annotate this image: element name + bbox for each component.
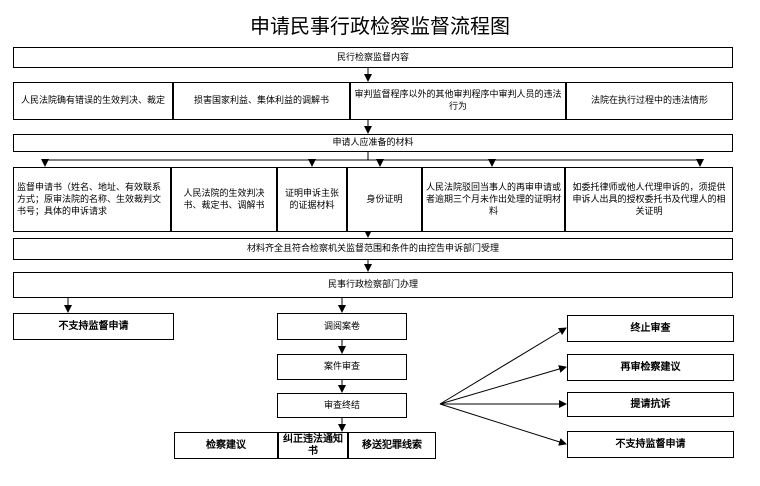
flowchart-title: 申请民事行政检察监督流程图 (250, 14, 510, 38)
bottom-correction-notice: 纠正违法通知书 (278, 432, 348, 459)
material-item-1: 监督申请书（姓名、地址、有效联系方式；原审法院的名称、生效裁判文书号；具体的申诉… (13, 167, 171, 232)
outcome-terminate-review: 终止审查 (567, 315, 734, 342)
materials-header: 申请人应准备的材料 (13, 134, 733, 152)
content-item-4: 法院在执行过程中的违法情形 (566, 82, 733, 120)
handling-department: 民事行政检察部门办理 (13, 272, 733, 298)
bottom-procuratorial-suggestion: 检察建议 (174, 432, 278, 459)
material-item-6: 如委托律师或他人代理申诉的，须提供申诉人出具的授权委托书及代理人的相关证明 (565, 167, 733, 232)
bottom-transfer-crime-clues: 移送犯罪线索 (348, 432, 436, 459)
material-item-3: 证明申诉主张的证据材料 (277, 167, 347, 232)
step-case-examination: 案件审查 (277, 354, 407, 380)
outcome-protest: 提请抗诉 (567, 392, 734, 417)
material-item-2: 人民法院的生效判决书、裁定书、调解书 (171, 167, 277, 232)
content-item-1: 人民法院确有错误的生效判决、裁定 (13, 82, 173, 120)
step-examination-end: 审查终结 (277, 393, 407, 418)
connector-fan-outcome-2 (439, 365, 567, 405)
supervision-content-header: 民行检察监督内容 (13, 47, 733, 68)
content-item-2: 损害国家利益、集体利益的调解书 (173, 82, 350, 120)
content-item-3: 审判监督程序以外的其他审判程序中审判人员的违法行为 (350, 82, 566, 120)
acceptance-condition: 材料齐全且符合检察机关监督范围和条件的由控告申诉部门受理 (13, 238, 733, 260)
connector-fan-outcome-1 (439, 327, 567, 405)
material-item-5: 人民法院驳回当事人的再审申请或者逾期三个月未作出处理的证明材料 (422, 167, 565, 232)
outcome-not-supported: 不支持监督申请 (567, 431, 734, 458)
outcome-retrial-suggestion: 再审检察建议 (567, 354, 734, 381)
not-supported-left: 不支持监督申请 (13, 313, 174, 340)
connector-fan-outcome-4 (439, 403, 567, 446)
material-item-4: 身份证明 (347, 167, 422, 232)
step-review-files: 调阅案卷 (277, 313, 407, 340)
